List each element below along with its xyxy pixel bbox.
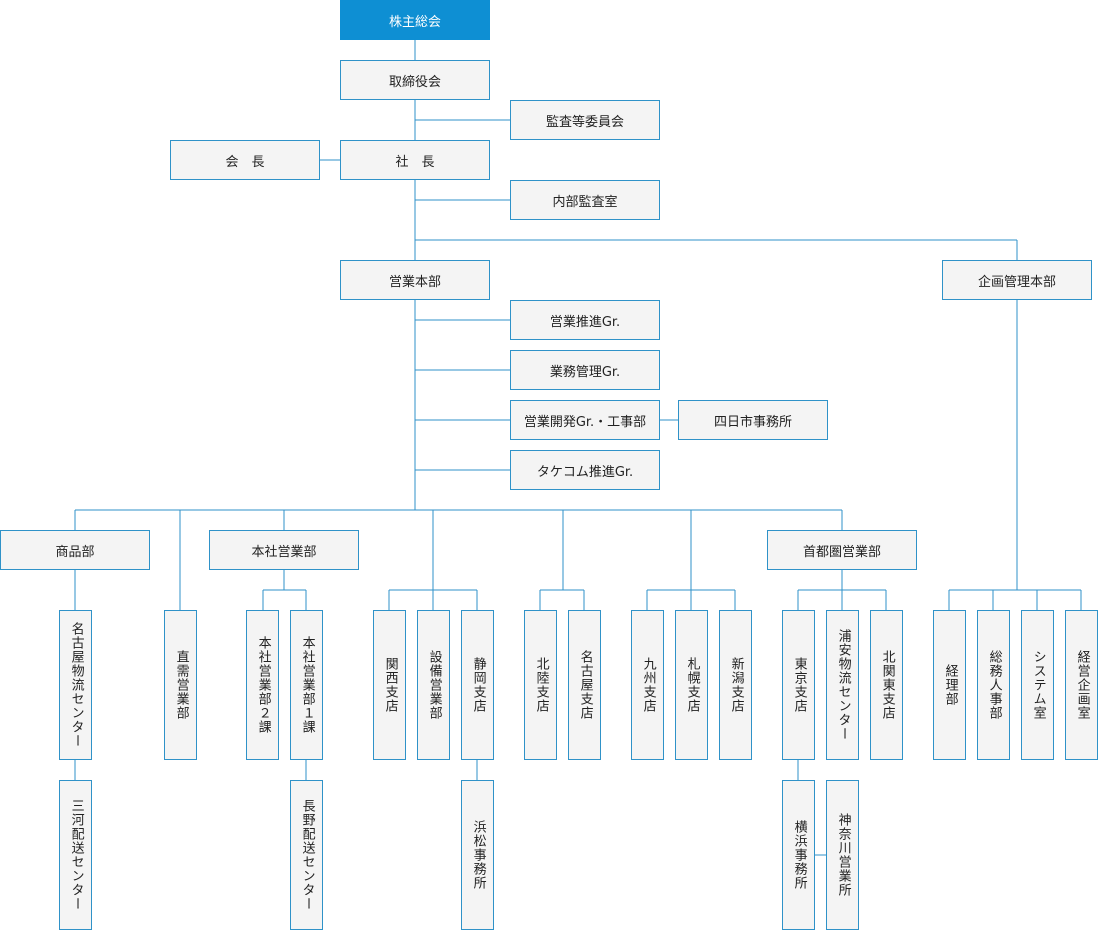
- sales-hq-box: 営業本部: [340, 260, 490, 300]
- board-box: 取締役会: [340, 60, 490, 100]
- mikawa-box: 三河配送センター: [59, 780, 92, 930]
- honsha-sales-box: 本社営業部: [209, 530, 359, 570]
- chairman-box: 会 長: [170, 140, 320, 180]
- nagoya-branch-box: 名古屋支店: [568, 610, 601, 760]
- takecom-box: タケコム推進Gr.: [510, 450, 660, 490]
- audit-committee-box: 監査等委員会: [510, 100, 660, 140]
- equipment-box: 設備営業部: [417, 610, 450, 760]
- shuto-sales-box: 首都圏営業部: [767, 530, 917, 570]
- mgmt-planning-box: 経営企画室: [1065, 610, 1098, 760]
- president-box: 社 長: [340, 140, 490, 180]
- kitakanto-box: 北関東支店: [870, 610, 903, 760]
- hokuriku-box: 北陸支店: [524, 610, 557, 760]
- direct-demand-box: 直需営業部: [164, 610, 197, 760]
- honsha-2-box: 本社営業部２課: [246, 610, 279, 760]
- shareholders-box: 株主総会: [340, 0, 490, 40]
- goods-dept-box: 商品部: [0, 530, 150, 570]
- kyushu-box: 九州支店: [631, 610, 664, 760]
- accounting-box: 経理部: [933, 610, 966, 760]
- nagano-box: 長野配送センター: [290, 780, 323, 930]
- sales-promo-box: 営業推進Gr.: [510, 300, 660, 340]
- yokohama-box: 横浜事務所: [782, 780, 815, 930]
- kansai-box: 関西支店: [373, 610, 406, 760]
- niigata-box: 新潟支店: [719, 610, 752, 760]
- yokkaichi-box: 四日市事務所: [678, 400, 828, 440]
- planning-hq-box: 企画管理本部: [942, 260, 1092, 300]
- honsha-1-box: 本社営業部１課: [290, 610, 323, 760]
- business-mgmt-box: 業務管理Gr.: [510, 350, 660, 390]
- sales-dev-box: 営業開発Gr.・工事部: [510, 400, 660, 440]
- nagoya-logistics-box: 名古屋物流センター: [59, 610, 92, 760]
- urayasu-box: 浦安物流センター: [826, 610, 859, 760]
- system-box: システム室: [1021, 610, 1054, 760]
- shizuoka-box: 静岡支店: [461, 610, 494, 760]
- tokyo-box: 東京支店: [782, 610, 815, 760]
- sapporo-box: 札幌支店: [675, 610, 708, 760]
- hamamatsu-box: 浜松事務所: [461, 780, 494, 930]
- internal-audit-box: 内部監査室: [510, 180, 660, 220]
- kanagawa-box: 神奈川営業所: [826, 780, 859, 930]
- general-affairs-box: 総務人事部: [977, 610, 1010, 760]
